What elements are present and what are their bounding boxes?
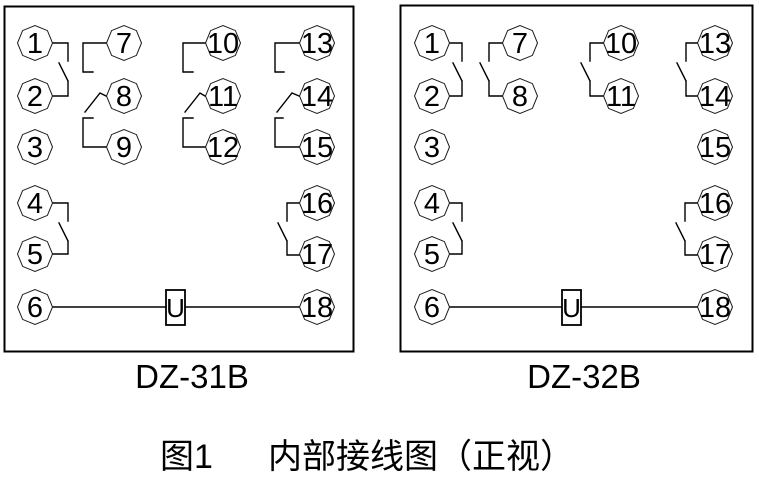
terminal-octagon xyxy=(298,77,336,115)
terminal-number: 10 xyxy=(207,28,239,60)
terminal-octagon xyxy=(696,235,734,273)
contact-13-14 xyxy=(676,42,698,97)
contact-7-8-9 xyxy=(82,42,108,148)
contact-4-5 xyxy=(52,202,69,255)
terminal-octagon xyxy=(413,128,451,166)
terminal-octagon xyxy=(413,288,451,326)
terminal-number: 15 xyxy=(301,132,333,164)
terminal-number: 2 xyxy=(424,81,440,113)
terminal-number: 9 xyxy=(116,132,132,164)
terminal-number: 3 xyxy=(424,132,440,164)
terminal-octagon xyxy=(204,128,242,166)
contact-10-11-12 xyxy=(182,42,207,148)
terminal-octagon xyxy=(696,128,734,166)
contact-4-5 xyxy=(449,202,463,255)
contact-16-17 xyxy=(675,202,698,256)
terminal-octagon xyxy=(105,24,143,62)
terminal-octagon xyxy=(16,77,54,115)
terminal-octagon xyxy=(501,24,539,62)
terminal-number: 6 xyxy=(27,292,43,324)
terminal-octagon xyxy=(413,235,451,273)
terminal-number: 5 xyxy=(27,239,43,271)
terminal-octagon xyxy=(413,24,451,62)
terminal-octagon xyxy=(298,288,336,326)
terminal-octagon xyxy=(16,288,54,326)
terminal-octagon xyxy=(204,24,242,62)
terminal-number: 3 xyxy=(27,132,43,164)
panel-frame xyxy=(3,5,355,353)
terminal-number: 15 xyxy=(699,132,731,164)
terminal-number: 10 xyxy=(605,28,637,60)
terminal-number: 14 xyxy=(301,81,333,113)
terminal-number: 16 xyxy=(699,188,731,220)
coil-label: U xyxy=(166,293,185,323)
figure-caption-number: 图1 xyxy=(160,438,213,476)
terminal-number: 13 xyxy=(699,28,731,60)
terminal-octagon xyxy=(105,128,143,166)
terminal-octagon xyxy=(105,77,143,115)
terminal-octagon xyxy=(696,24,734,62)
terminal-number: 17 xyxy=(699,239,731,271)
panel-model-label: DZ-32B xyxy=(527,358,641,395)
contact-1-2 xyxy=(52,42,69,97)
panel-frame xyxy=(399,4,754,353)
terminal-octagon xyxy=(298,24,336,62)
panel-model-label: DZ-31B xyxy=(135,358,249,395)
terminal-octagon xyxy=(298,184,336,222)
terminal-octagon xyxy=(16,235,54,273)
terminal-number: 11 xyxy=(606,81,636,113)
coil-label: U xyxy=(562,293,581,323)
terminal-number: 16 xyxy=(301,188,333,220)
terminal-octagon xyxy=(16,24,54,62)
terminal-number: 4 xyxy=(27,188,43,220)
terminal-number: 14 xyxy=(699,81,731,113)
terminal-octagon xyxy=(16,128,54,166)
coil-box xyxy=(165,289,186,326)
terminal-number: 12 xyxy=(207,132,239,164)
terminal-number: 11 xyxy=(208,81,238,113)
terminal-number: 2 xyxy=(27,81,43,113)
contact-16-17 xyxy=(277,202,301,256)
terminal-number: 17 xyxy=(301,239,333,271)
terminal-octagon xyxy=(696,184,734,222)
terminal-octagon xyxy=(696,288,734,326)
terminal-number: 4 xyxy=(424,188,440,220)
contact-13-14-15 xyxy=(274,42,301,148)
terminal-octagon xyxy=(501,77,539,115)
terminal-octagon xyxy=(413,184,451,222)
terminal-octagon xyxy=(602,24,640,62)
terminal-number: 13 xyxy=(301,28,333,60)
terminal-octagon xyxy=(413,77,451,115)
terminal-octagon xyxy=(16,184,54,222)
panel-dz32b: U 1 2 3 4 5 6 7 8 10 11 13 14 15 16 17 18 DZ-32B xyxy=(399,4,754,395)
terminal-octagon xyxy=(298,128,336,166)
terminal-number: 6 xyxy=(424,292,440,324)
terminal-number: 18 xyxy=(699,292,731,324)
figure-caption-title: 内部接线图（正视） xyxy=(268,438,574,476)
terminal-octagon xyxy=(696,77,734,115)
terminal-octagon xyxy=(602,77,640,115)
contact-1-2 xyxy=(449,42,463,97)
terminal-number: 1 xyxy=(27,28,43,60)
terminal-group: 1 2 3 4 5 6 7 8 10 11 13 14 15 16 17 18 xyxy=(413,24,734,326)
terminal-octagon xyxy=(298,235,336,273)
terminal-number: 1 xyxy=(424,28,440,60)
contact-7-8 xyxy=(479,42,503,97)
terminal-number: 7 xyxy=(116,28,132,60)
terminal-number: 18 xyxy=(301,292,333,324)
terminal-number: 8 xyxy=(512,81,528,113)
coil-box xyxy=(561,289,582,326)
terminal-number: 5 xyxy=(424,239,440,271)
terminal-octagon xyxy=(204,77,242,115)
terminal-number: 7 xyxy=(512,28,528,60)
contact-10-11 xyxy=(580,42,604,97)
terminal-number: 8 xyxy=(116,81,132,113)
